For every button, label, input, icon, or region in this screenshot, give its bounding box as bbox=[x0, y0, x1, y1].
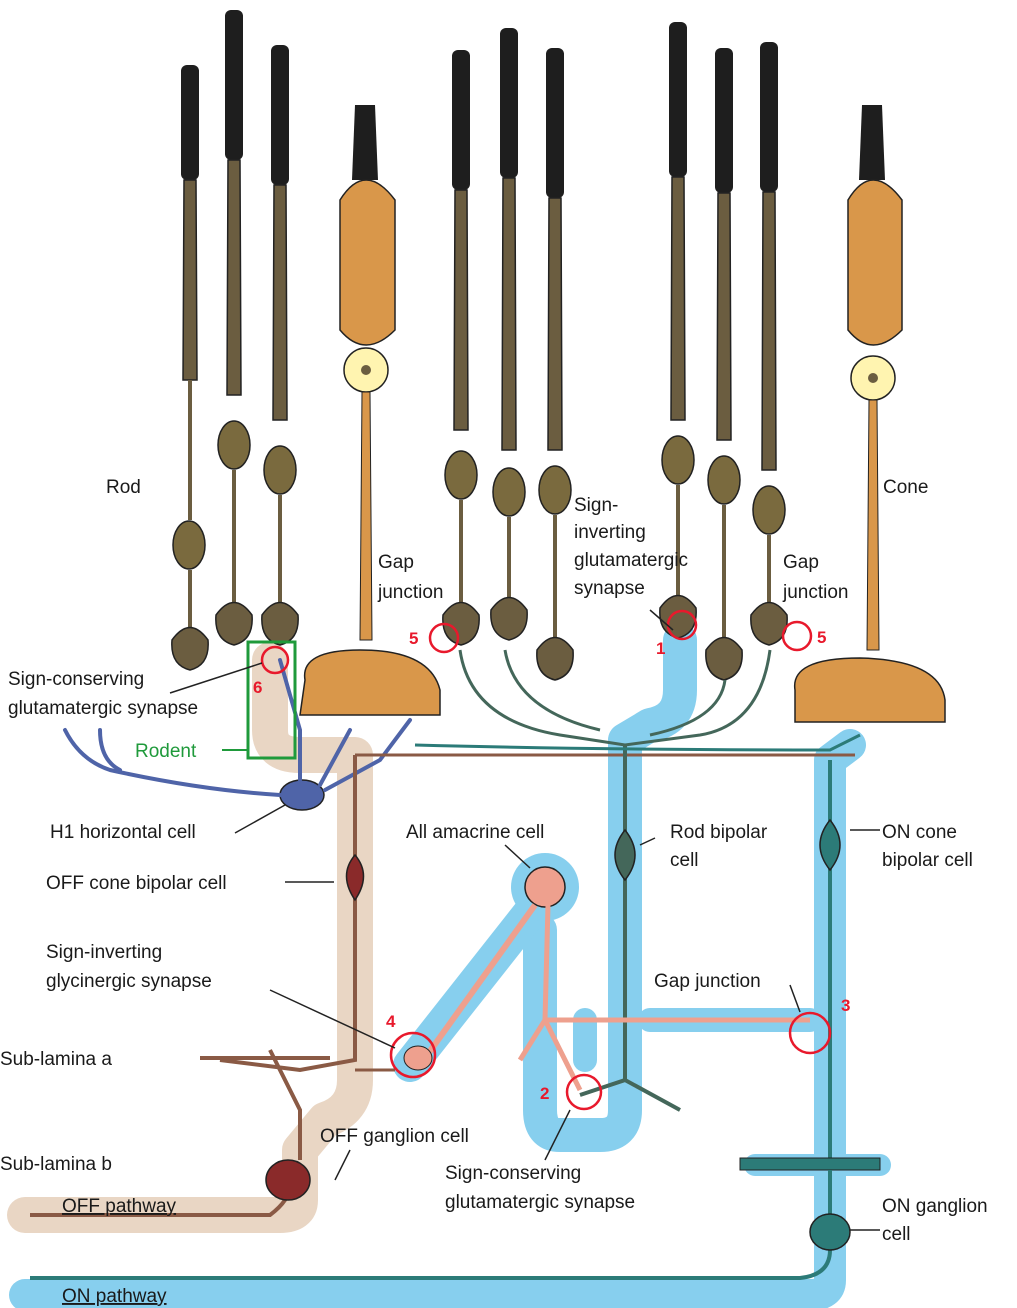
label-sign-inverting-gly-1: Sign-inverting bbox=[46, 942, 162, 963]
rod-cell bbox=[262, 45, 298, 645]
rod-cell bbox=[751, 42, 787, 645]
label-off-pathway: OFF pathway bbox=[62, 1196, 177, 1217]
marker-number-5-right: 5 bbox=[817, 628, 826, 647]
label-gap-junction-right-1: Gap bbox=[783, 552, 819, 573]
label-sign-conserving-top-2: glutamatergic synapse bbox=[8, 698, 198, 719]
marker-number-6: 6 bbox=[253, 678, 262, 697]
rod-cell bbox=[660, 22, 696, 638]
marker-number-1: 1 bbox=[656, 639, 665, 658]
rod-cell bbox=[216, 10, 252, 645]
rods bbox=[172, 10, 787, 680]
marker-number-4: 4 bbox=[386, 1012, 396, 1031]
label-sign-conserving-bottom-1: Sign-conserving bbox=[445, 1163, 581, 1184]
label-h1-horizontal: H1 horizontal cell bbox=[50, 822, 196, 843]
label-sign-inverting-3: glutamatergic bbox=[574, 550, 688, 571]
marker-number-5-left: 5 bbox=[409, 629, 418, 648]
off-ganglion-cell bbox=[30, 1050, 330, 1215]
label-on-ganglion-2: cell bbox=[882, 1224, 911, 1245]
label-rod: Rod bbox=[106, 477, 141, 498]
cones bbox=[300, 105, 945, 722]
label-sub-lamina-a: Sub-lamina a bbox=[0, 1049, 112, 1070]
rod-cell bbox=[172, 65, 208, 670]
label-on-cone-bipolar-1: ON cone bbox=[882, 822, 957, 843]
label-on-ganglion-1: ON ganglion bbox=[882, 1196, 988, 1217]
marker-number-3: 3 bbox=[841, 996, 850, 1015]
rod-cell bbox=[491, 28, 527, 640]
rod-cell bbox=[537, 48, 573, 680]
label-on-pathway: ON pathway bbox=[62, 1286, 167, 1307]
label-off-ganglion: OFF ganglion cell bbox=[320, 1126, 469, 1147]
label-on-cone-bipolar-2: bipolar cell bbox=[882, 850, 973, 871]
rod-cell bbox=[706, 48, 742, 680]
label-rod-bipolar-2: cell bbox=[670, 850, 699, 871]
label-rod-bipolar-1: Rod bipolar bbox=[670, 822, 768, 843]
cone-cell bbox=[300, 105, 440, 715]
marker-circle-5-right bbox=[783, 622, 811, 650]
label-sign-conserving-top-1: Sign-conserving bbox=[8, 669, 144, 690]
label-sign-inverting-gly-2: glycinergic synapse bbox=[46, 971, 212, 992]
label-gap-junction-left-2: junction bbox=[377, 582, 444, 603]
marker-number-2: 2 bbox=[540, 1084, 549, 1103]
label-sign-conserving-bottom-2: glutamatergic synapse bbox=[445, 1192, 635, 1213]
label-sign-inverting-1: Sign- bbox=[574, 495, 618, 516]
label-sign-inverting-4: synapse bbox=[574, 578, 645, 599]
label-sign-inverting-2: inverting bbox=[574, 522, 646, 543]
label-off-cone-bipolar: OFF cone bipolar cell bbox=[46, 873, 227, 894]
label-gap-junction-right-2: junction bbox=[782, 582, 849, 603]
label-gap-junction-mid: Gap junction bbox=[654, 971, 761, 992]
rod-cell bbox=[443, 50, 479, 645]
label-all-amacrine: All amacrine cell bbox=[406, 822, 544, 843]
label-rodent: Rodent bbox=[135, 741, 197, 762]
label-sub-lamina-b: Sub-lamina b bbox=[0, 1154, 112, 1175]
label-gap-junction-left-1: Gap bbox=[378, 552, 414, 573]
label-cone: Cone bbox=[883, 477, 928, 498]
